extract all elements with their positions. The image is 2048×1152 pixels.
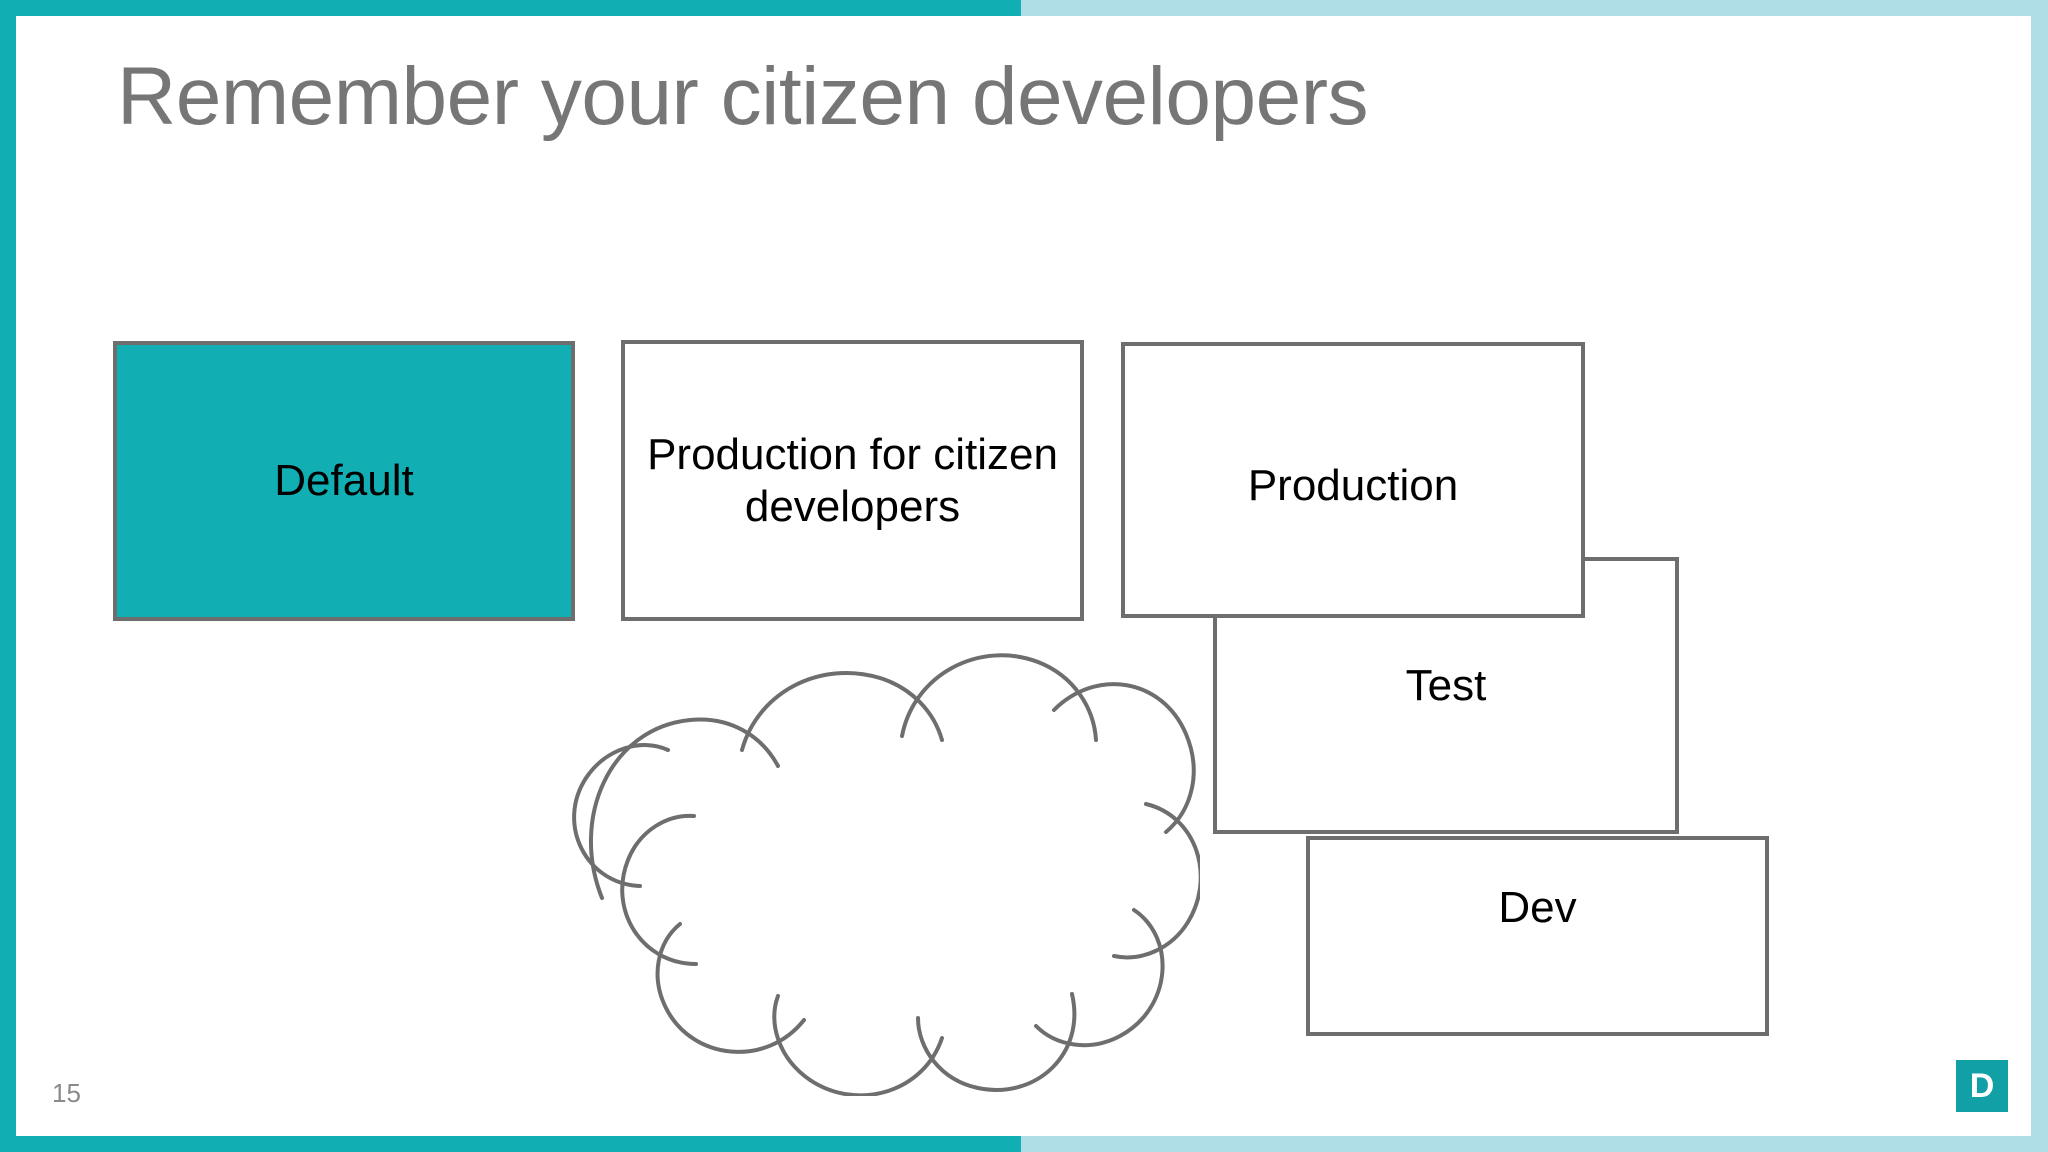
frame-bar-bottom-teal — [0, 1136, 1021, 1152]
diagram-box-production[interactable]: Production — [1121, 342, 1585, 618]
cloud-icon — [572, 653, 1200, 1096]
diagram-box-test-label: Test — [1405, 660, 1487, 710]
diagram-box-default-label: Default — [274, 456, 414, 506]
frame-bar-top-teal — [0, 0, 1021, 16]
frame-bar-left-teal — [0, 0, 16, 1152]
frame-bar-right-light — [2031, 0, 2048, 1152]
page-title: Remember your citizen developers — [117, 51, 1369, 142]
diagram-box-default[interactable]: Default — [113, 341, 575, 621]
frame-bar-bottom-light — [1021, 1136, 2048, 1152]
brand-logo-icon: D — [1956, 1060, 2008, 1112]
frame-bar-top-light — [1021, 0, 2048, 16]
diagram-box-production-citizen[interactable]: Production for citizen developers — [621, 340, 1084, 621]
diagram-box-production-label: Production — [1247, 461, 1459, 511]
diagram-box-production-citizen-label: Production for citizen developers — [647, 429, 1058, 531]
diagram-box-dev-label: Dev — [1498, 883, 1577, 933]
page-number: 15 — [52, 1078, 81, 1108]
diagram-box-dev[interactable]: Dev — [1306, 836, 1769, 1036]
brand-logo-letter: D — [1969, 1067, 1995, 1105]
